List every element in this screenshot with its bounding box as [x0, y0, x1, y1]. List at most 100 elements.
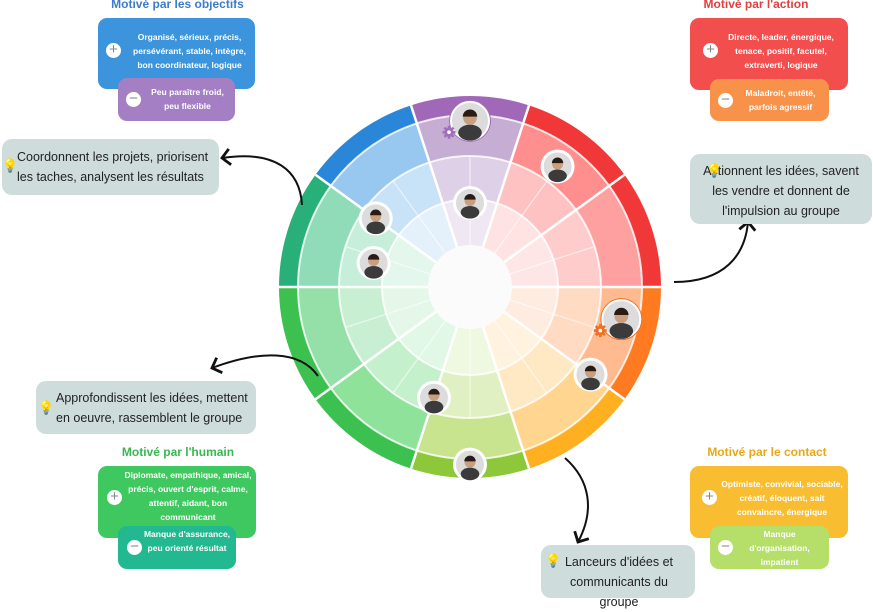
avatar-icon	[370, 209, 382, 216]
spoke-line	[503, 310, 626, 401]
weaknesses-text: Peu paraître froid, peu flexible	[151, 87, 224, 111]
wheel-outer-band	[609, 287, 661, 400]
spoke-line	[503, 173, 626, 264]
note-objectifs: 💡 Coordonnent les projets, priorisent le…	[2, 139, 219, 195]
title-highlight: par les objectifs	[152, 0, 244, 11]
wheel-segment	[575, 185, 642, 287]
wheel-outer-band	[523, 105, 625, 186]
wheel-segment	[497, 338, 576, 412]
strengths-text: Diplomate, empathique, amical, précis, o…	[124, 470, 252, 522]
gear-hole	[598, 328, 603, 333]
avatar[interactable]	[453, 447, 487, 482]
wheel-outer-band	[279, 174, 331, 287]
lightbulb-icon: 💡	[38, 400, 55, 415]
wheel-segment	[330, 123, 430, 211]
wheel-segment	[298, 185, 365, 287]
avatar[interactable]	[573, 357, 608, 392]
avatar[interactable]	[358, 201, 393, 236]
avatar-icon	[464, 455, 476, 462]
role-text: Actionnent les idées, savent les vendre …	[703, 164, 859, 218]
avatar[interactable]	[356, 245, 391, 280]
arrows	[210, 148, 757, 544]
note-humain: 💡 Approfondissent les idées, mettent en …	[36, 381, 256, 434]
minus-icon: −	[127, 539, 142, 555]
avatar[interactable]	[449, 99, 491, 142]
card-minus-humain: − Manque d'assurance, peu orienté résult…	[118, 526, 236, 569]
role-text: Lanceurs d'idées et communicants du grou…	[564, 555, 673, 609]
wheel-outer-band	[279, 287, 331, 400]
wheel-outer-band	[523, 388, 625, 469]
title-highlight: par le contact	[748, 445, 827, 459]
gear-hole	[447, 130, 451, 135]
lightbulb-icon: 💡	[545, 553, 562, 568]
plus-icon: +	[106, 42, 121, 58]
role-text: Coordonnent les projets, priorisent les …	[17, 150, 209, 184]
avatar-icon	[614, 307, 629, 315]
avatar-icon	[428, 388, 440, 395]
spoke-line	[509, 245, 595, 275]
card-minus-objectifs: − Peu paraître froid, peu flexible	[118, 78, 235, 121]
minus-icon: −	[718, 92, 733, 108]
plus-icon: +	[702, 489, 717, 505]
wheel-outer-band	[315, 105, 417, 186]
card-minus-action: − Maladroit, entêté, parfois agressif	[710, 79, 829, 121]
title-highlight: par l'action	[744, 0, 809, 11]
spoke-line	[392, 180, 446, 254]
avatar-icon	[458, 124, 482, 141]
plus-icon: +	[107, 489, 122, 505]
gear-icon	[593, 324, 607, 338]
arrow-action	[673, 220, 757, 283]
wheel-segment	[416, 411, 524, 459]
gear-icon	[442, 125, 456, 139]
title-prefix: Motivé	[707, 445, 749, 459]
title-prefix: Motivé	[111, 0, 153, 11]
avatar[interactable]	[416, 380, 451, 415]
avatar-icon	[424, 400, 444, 414]
avatar-icon	[609, 322, 634, 339]
strengths-text: Directe, leader, énergique, tenace, posi…	[728, 32, 834, 70]
spoke-line	[345, 299, 431, 329]
spoke-line	[392, 320, 446, 394]
spoke-line	[494, 180, 548, 254]
avatar-icon	[584, 365, 597, 372]
avatar[interactable]	[600, 298, 643, 341]
title-humain: Motivé par l'humain	[108, 445, 248, 459]
avatar[interactable]	[540, 149, 575, 184]
arrow-contact	[564, 457, 590, 544]
arrow-humain	[210, 354, 319, 377]
spoke-line	[494, 320, 548, 394]
spoke-line	[481, 326, 531, 470]
minus-icon: −	[718, 539, 733, 555]
wheel-outer-band	[315, 388, 417, 469]
weaknesses-text: Maladroit, entêté, parfois agressif	[745, 88, 816, 112]
card-plus-objectifs: + Organisé, sérieux, précis, persévérant…	[98, 18, 255, 89]
title-prefix: Motivé	[703, 0, 745, 11]
avatar[interactable]	[453, 185, 487, 220]
avatar-icon	[551, 157, 564, 164]
spoke-line	[409, 104, 459, 248]
title-prefix: Motivé	[121, 445, 164, 459]
wheel-segment	[330, 363, 430, 451]
plus-icon: +	[703, 42, 718, 58]
wheel-outer-band	[609, 174, 661, 287]
lightbulb-icon: 💡	[2, 158, 19, 173]
lightbulb-icon: 💡	[706, 163, 723, 178]
avatar-icon	[581, 377, 600, 391]
wheel-segment	[298, 287, 365, 389]
spoke-line	[481, 104, 531, 248]
title-objectifs: Motivé par les objectifs	[105, 0, 250, 11]
avatar-icon	[464, 193, 476, 200]
minus-icon: −	[126, 91, 141, 107]
avatar-icon	[367, 253, 380, 260]
note-action: 💡 Actionnent les idées, savent les vendr…	[690, 154, 872, 224]
title-action: Motivé par l'action	[700, 0, 812, 11]
wheel-segment	[497, 162, 576, 236]
spoke-line	[509, 299, 595, 329]
team-members	[356, 99, 643, 482]
avatar-icon	[548, 169, 567, 183]
avatar-icon	[462, 109, 478, 117]
title-highlight: par l'humain	[163, 445, 235, 459]
card-plus-action: + Directe, leader, énergique, tenace, po…	[690, 18, 848, 90]
strengths-text: Organisé, sérieux, précis, persévérant, …	[133, 32, 246, 70]
weaknesses-text: Manque d'assurance, peu orienté résultat	[143, 529, 231, 553]
